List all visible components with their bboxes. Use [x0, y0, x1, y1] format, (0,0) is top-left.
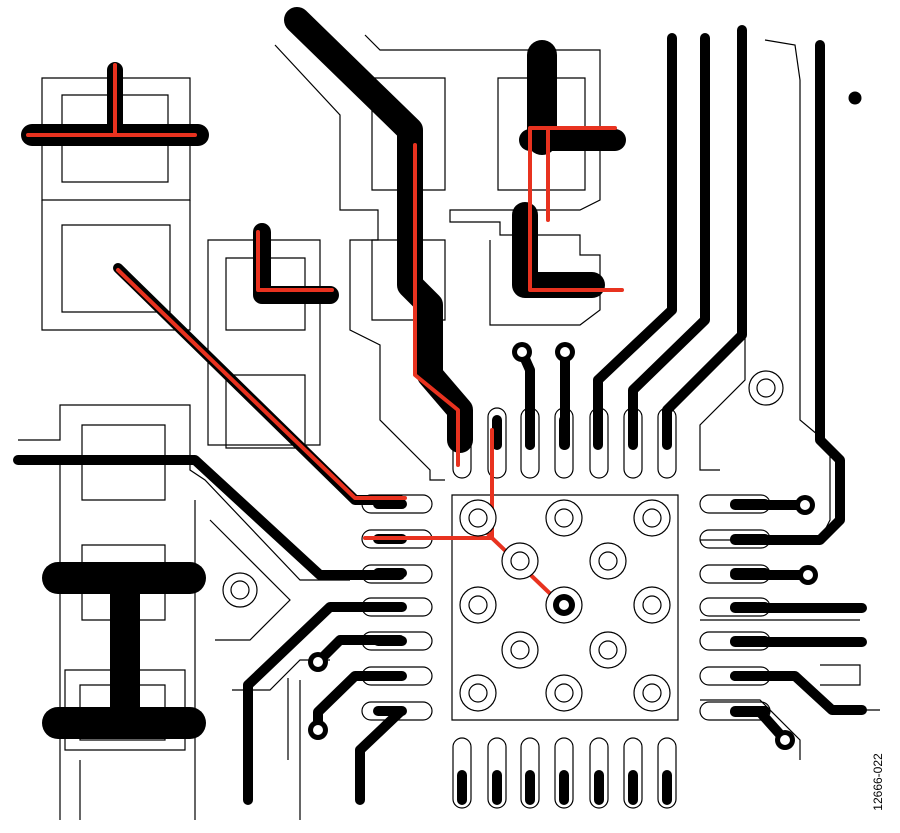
- thermal-vias: [459, 499, 671, 712]
- red-traces: [26, 63, 624, 607]
- signal-vias: [222, 342, 818, 750]
- qfn-pads-top: [452, 407, 677, 479]
- figure-id-label: 12666-022: [868, 742, 888, 822]
- figure-id-text: 12666-022: [871, 753, 885, 811]
- qfn-pads-bottom: [452, 737, 677, 809]
